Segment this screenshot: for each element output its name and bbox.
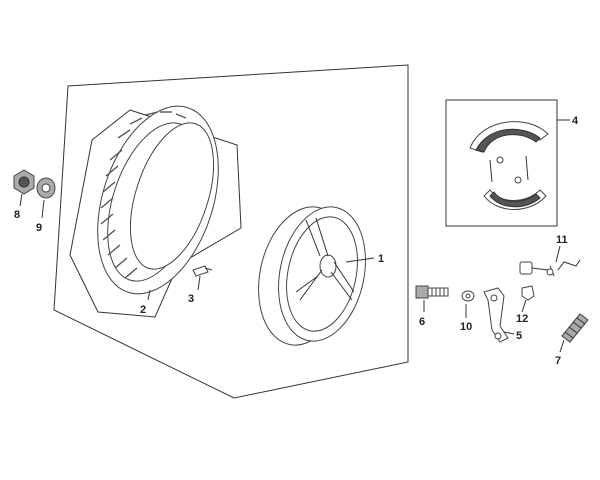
callout-10: 10 [460,321,472,333]
callout-3: 3 [188,293,194,305]
connector-illustration [519,259,581,277]
callout-1: 1 [378,253,384,265]
lock-washer-illustration [36,177,56,199]
callout-12: 12 [516,313,528,325]
wheel-rim-illustration [258,206,366,346]
callout-11: 11 [556,234,568,246]
brake-arm-illustration [483,287,509,343]
tire-group-boundary [69,109,242,318]
nut-illustration [13,169,35,195]
axle-bolt-illustration [415,285,449,299]
valve-illustration [192,265,213,277]
tire-illustration [97,105,219,295]
washer-illustration [461,290,475,302]
callout-6: 6 [419,316,425,328]
wheel-assembly-boundary [53,64,409,399]
leader-lines [19,119,570,353]
sleeve-illustration [561,313,589,343]
brake-shoes-illustration [469,121,549,210]
callout-4: 4 [572,115,579,127]
callout-2: 2 [140,304,146,316]
callout-9: 9 [36,222,42,234]
callout-7: 7 [555,355,561,367]
callout-5: 5 [516,330,522,342]
brake-shoe-group-box [445,99,558,227]
callout-8: 8 [14,209,20,221]
clip-illustration [521,285,535,301]
